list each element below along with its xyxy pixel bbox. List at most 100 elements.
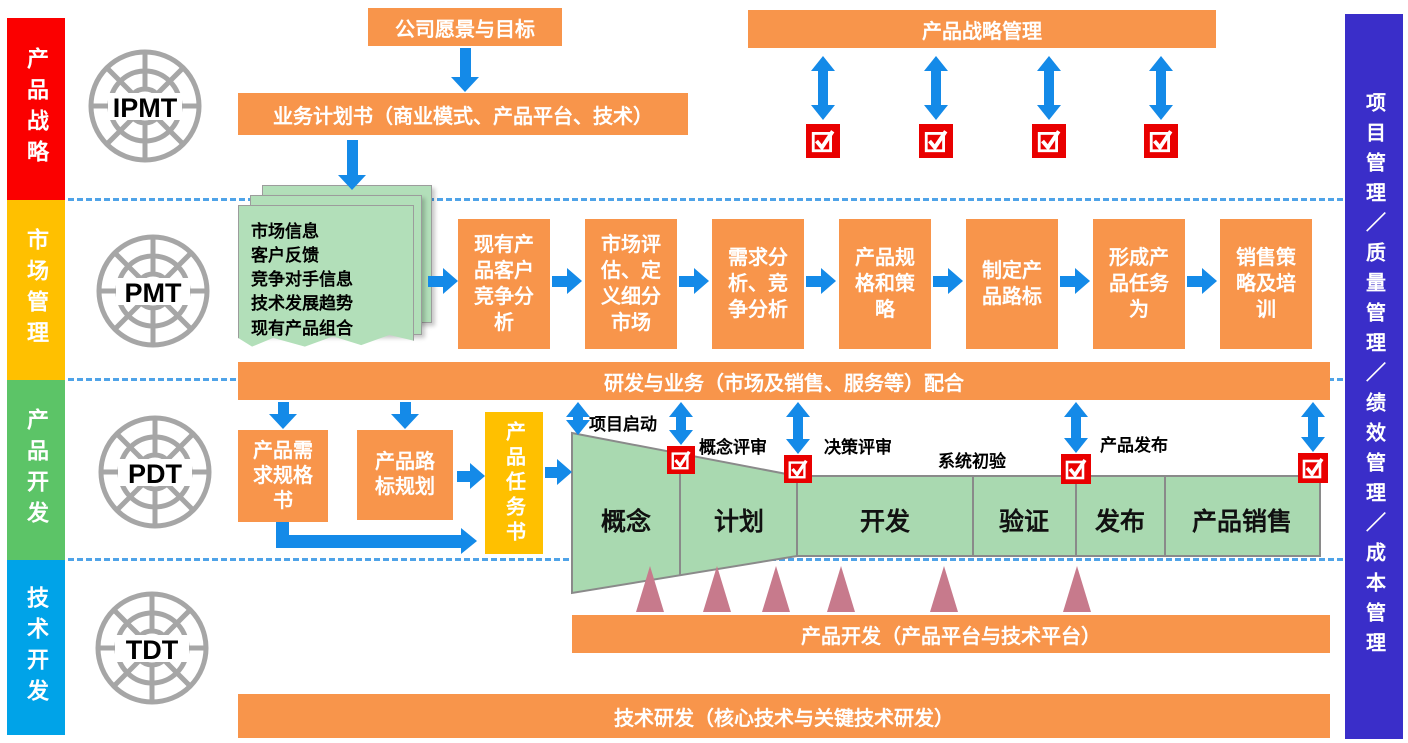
elbow-connector [276, 535, 461, 548]
market-step-box: 形成产品任务为 [1093, 219, 1185, 349]
team-wheel-icon-pmt: PMT [96, 234, 210, 348]
team-wheel-icon-pdt: PDT [98, 415, 212, 529]
phase-label-verify: 验证 [998, 508, 1050, 536]
milestone-triangle-icon [827, 566, 855, 612]
gate-label-project-start: 项目启动 [589, 415, 657, 434]
milestone-triangle-icon [636, 566, 664, 612]
team-name: IPMT [112, 93, 178, 123]
right-arrow-icon [428, 268, 458, 294]
product-strategy-mgmt-label: 产品战略管理 [922, 20, 1042, 43]
vision-goals-box: 公司愿景与目标 [368, 8, 562, 46]
checkbox-marker-icon [1032, 124, 1066, 158]
note-line: 市场信息 [251, 222, 319, 241]
business-plan-box: 业务计划书（商业模式、产品平台、技术） [238, 93, 688, 135]
note-line: 现有产品组合 [251, 318, 353, 338]
product-roadmap-label: 产品路标规划 [375, 451, 435, 498]
right-arrow-icon [457, 463, 485, 489]
gate-checkbox-icon [667, 446, 695, 474]
milestone-triangle-icon [1063, 566, 1091, 612]
phase-label-product-sales: 产品销售 [1191, 508, 1293, 536]
product-platform-bar: 产品开发（产品平台与技术平台） [572, 615, 1330, 653]
product-charter-label: 产品任务书 [502, 420, 525, 546]
down-arrow-icon [269, 402, 297, 429]
gate-label-concept-review: 概念评审 [699, 438, 767, 457]
team-name: PMT [124, 278, 182, 308]
gate-checkbox-icon [1061, 454, 1091, 484]
lane-divider-dashed-line [68, 198, 1343, 201]
market-step-box: 制定产品路标 [966, 219, 1058, 349]
down-arrow-icon [451, 48, 479, 92]
market-step-box: 需求分析、竞争分析 [712, 219, 804, 349]
market-step-label: 需求分析、竞争分析 [728, 247, 788, 321]
market-step-box: 市场评估、定义细分市场 [585, 219, 677, 349]
market-step-label: 销售策略及培训 [1236, 247, 1296, 321]
note-line: 技术发展趋势 [251, 294, 353, 314]
wheel-label-bg [115, 635, 189, 662]
market-step-box: 销售策略及培训 [1220, 219, 1312, 349]
product-platform-label: 产品开发（产品平台与技术平台） [801, 625, 1101, 648]
double-arrow-icon [1149, 56, 1173, 120]
market-step-label: 形成产品任务为 [1109, 247, 1169, 321]
double-arrow-icon [669, 402, 693, 445]
team-name: PDT [128, 459, 182, 489]
phase-label-develop: 开发 [859, 508, 911, 536]
lane-product-strategy: 产品战略 [7, 18, 65, 200]
market-step-label: 产品规格和策略 [855, 247, 915, 321]
wheel-label-bg [108, 93, 182, 120]
double-arrow-icon [786, 402, 810, 454]
checkbox-marker-icon [1144, 124, 1178, 158]
lane-label: 产品开发 [24, 408, 49, 532]
right-arrow-icon [552, 268, 582, 294]
vision-goals-label: 公司愿景与目标 [395, 18, 535, 41]
double-arrow-icon [811, 56, 835, 120]
note-line: 客户反馈 [251, 246, 319, 266]
technology-rd-bar: 技术研发（核心技术与关键技术研发） [238, 694, 1330, 738]
market-step-label: 制定产品路标 [982, 260, 1042, 308]
milestone-triangle-icon [703, 566, 731, 612]
double-arrow-icon [1301, 402, 1325, 452]
right-arrow-icon [806, 268, 836, 294]
down-arrow-icon [391, 402, 419, 429]
market-step-box: 现有产品客户竞争分析 [458, 219, 550, 349]
right-arrow-icon [545, 459, 572, 485]
phase-label-plan: 计划 [713, 508, 765, 536]
lane-label: 市场管理 [24, 228, 49, 352]
double-arrow-icon [924, 56, 948, 120]
right-arrow-icon [1060, 268, 1090, 294]
product-roadmap-box: 产品路标规划 [357, 430, 453, 520]
collaboration-bar: 研发与业务（市场及销售、服务等）配合 [238, 362, 1330, 400]
management-sidebar: 项目管理／质量管理／绩效管理／成本管理 [1345, 14, 1403, 739]
checkbox-marker-icon [919, 124, 953, 158]
lane-label: 技术开发 [24, 585, 49, 710]
milestone-triangle-icon [762, 566, 790, 612]
lane-market-management: 市场管理 [7, 200, 65, 380]
right-arrow-icon [1187, 268, 1217, 294]
gate-checkbox-icon [784, 455, 812, 483]
phase-label-concept: 概念 [600, 508, 652, 536]
checkbox-marker-icon [806, 124, 840, 158]
note-line: 竞争对手信息 [251, 270, 353, 290]
collaboration-bar-label: 研发与业务（市场及销售、服务等）配合 [604, 372, 964, 395]
gate-label-decision-review: 决策评审 [824, 438, 892, 457]
gate-label-system-verification: 系统初验 [938, 452, 1006, 471]
double-arrow-icon [1037, 56, 1061, 120]
milestone-triangle-icon [930, 566, 958, 612]
management-sidebar-label: 项目管理／质量管理／绩效管理／成本管理 [1362, 91, 1385, 662]
down-arrow-icon [338, 140, 366, 190]
team-wheel-icon-ipmt: IPMT [88, 49, 202, 163]
market-inputs-note: 市场信息 客户反馈 竞争对手信息 技术发展趋势 现有产品组合 [238, 205, 414, 347]
double-arrow-icon [1064, 402, 1088, 453]
right-arrow-icon [679, 268, 709, 294]
right-arrow-icon [933, 268, 963, 294]
business-plan-label: 业务计划书（商业模式、产品平台、技术） [273, 105, 653, 128]
phase-label-release: 发布 [1094, 508, 1146, 536]
technology-rd-label: 技术研发（核心技术与关键技术研发） [614, 707, 954, 730]
gate-checkbox-icon [1298, 453, 1328, 483]
market-step-label: 市场评估、定义细分市场 [601, 234, 661, 334]
double-arrow-icon [566, 402, 590, 435]
team-wheel-icon-tdt: TDT [95, 591, 209, 705]
gate-label-product-release: 产品发布 [1100, 436, 1168, 455]
lane-product-development: 产品开发 [7, 380, 65, 560]
product-requirement-spec-box: 产品需求规格书 [238, 430, 328, 522]
